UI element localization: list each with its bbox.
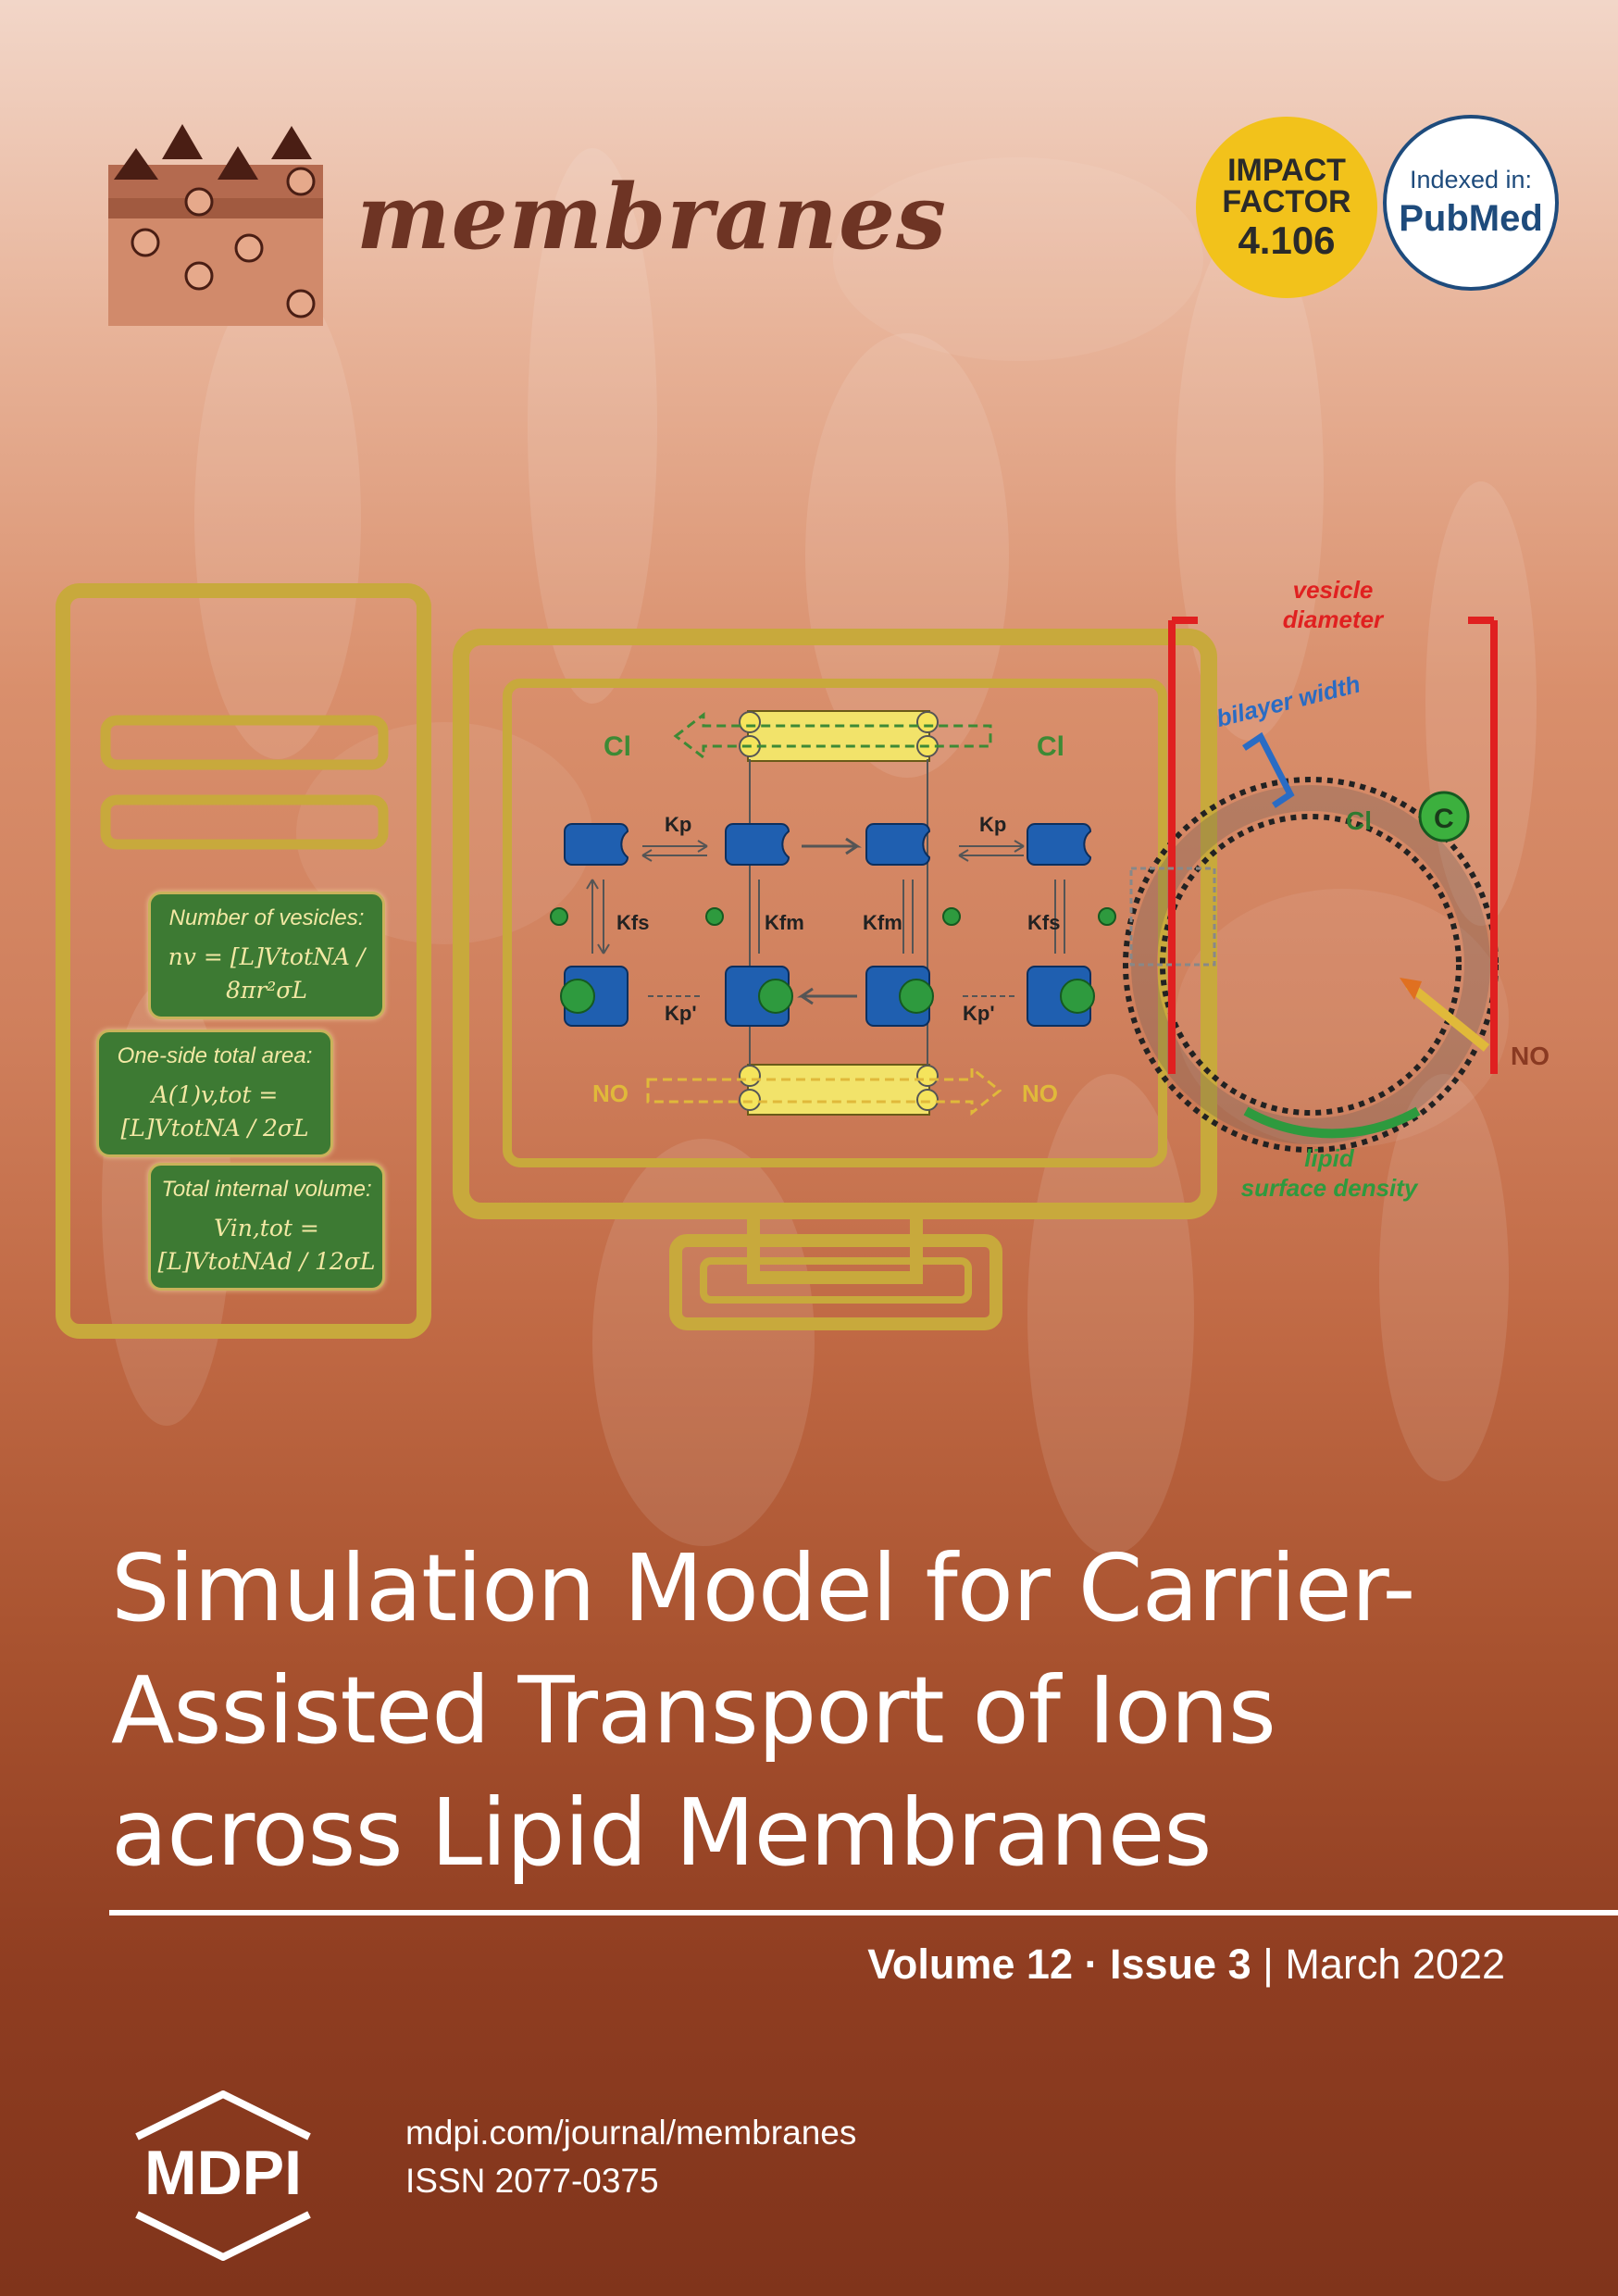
nitrate-flow-arrow [646,1065,1002,1117]
date-separator: | [1263,1940,1274,1988]
membrane-bottom-icon [739,1064,939,1116]
membrane-top-icon [739,710,939,762]
equation-box-area: One-side total area: A(1)v,tot = [L]Vtot… [96,1029,333,1157]
title-line-1: Simulation Model for Carrier- [111,1534,1415,1642]
lipid-density-label-1: lipid [1304,1144,1355,1172]
equation-caption: Total internal volume: [161,1177,372,1202]
rate-kp-prime-left: Kp' [665,1002,697,1025]
density-arc [1243,1106,1421,1139]
issn: ISSN 2077-0375 [405,2162,659,2200]
rate-kfm-left: Kfm [765,911,804,934]
article-title: Simulation Model for Carrier- Assisted T… [111,1528,1555,1894]
issue-date: March 2022 [1285,1940,1505,1988]
journal-name: membranes [356,165,948,269]
vesicle-nitrate-label: NO [1511,1042,1550,1070]
chloride-label-right: Cl [1037,731,1064,762]
issue-separator: · [1084,1940,1099,1988]
nitrate-label-left: NO [592,1079,629,1107]
equation-box-vesicles: Number of vesicles: nv = [L]VtotNA / 8πr… [148,892,385,1019]
rate-kp-prime-right: Kp' [963,1002,995,1025]
chloride-flow-arrow [673,711,992,761]
equation-formula: nv = [L]VtotNA / 8πr²σL [168,943,366,1004]
impact-label-line1: IMPACT [1227,153,1346,188]
rate-kfs-right: Kfs [1027,911,1060,934]
title-divider [109,1910,1618,1915]
title-line-3: across Lipid Membranes [111,1778,1212,1887]
transport-scheme: Cl Cl NO NO [550,710,1116,1117]
rate-kp-right: Kp [979,813,1006,836]
issue-label: Issue 3 [1110,1940,1251,1988]
equation-formula: A(1)v,tot = [L]VtotNA / 2σL [120,1081,309,1142]
indexed-label: Indexed in: [1409,166,1533,193]
impact-factor-value: 4.106 [1238,218,1336,262]
publisher-name: MDPI [144,2138,302,2208]
rate-kfm-right: Kfm [863,911,902,934]
chloride-label-left: Cl [604,731,631,762]
issue-info: Volume 12 · Issue 3 | March 2022 [867,1940,1505,1989]
vesicle-chloride-label: Cl [1346,806,1372,835]
equation-caption: One-side total area: [117,1043,313,1068]
monitor-icon [453,629,1217,1330]
carrier-label: C [1434,804,1454,834]
rate-kfs-left: Kfs [616,911,649,934]
equation-formula: Vin,tot = [L]VtotNAd / 12σL [157,1215,376,1275]
equation-box-volume: Total internal volume: Vin,tot = [L]Vtot… [148,1163,385,1291]
diameter-bracket-top [1168,617,1498,796]
lipid-density-label-2: surface density [1241,1174,1419,1202]
pubmed-label: PubMed [1399,198,1543,239]
vesicle-diagram: C Cl NO vesicle diameter bilayer width l… [1123,576,1550,1202]
bilayer-width-label: bilayer width [1214,669,1363,732]
carrier-row-bottom [560,966,1095,1027]
membranes-logo [108,124,323,326]
bilayer-bracket [1242,731,1295,808]
vesicle-diameter-label-2: diameter [1283,605,1385,633]
cover-illustration: Cl Cl NO NO [56,576,1550,1339]
volume-label: Volume 12 [867,1940,1073,1988]
journal-url[interactable]: mdpi.com/journal/membranes [405,2114,857,2152]
carrier-complex-icon [1418,791,1470,842]
nitrate-label-right: NO [1022,1079,1058,1107]
rate-kp-left: Kp [665,813,691,836]
impact-label-line2: FACTOR [1222,184,1351,219]
title-line-2: Assisted Transport of Ions [111,1656,1276,1765]
computer-tower-icon [56,583,431,1339]
equation-caption: Number of vesicles: [168,905,365,930]
mdpi-logo: MDPI [135,2090,311,2261]
impact-factor-badge: IMPACT FACTOR 4.106 [1196,117,1377,298]
vesicle-diameter-label-1: vesicle [1293,576,1374,604]
pubmed-badge: Indexed in: PubMed [1383,115,1559,291]
carrier-row-top [564,823,1092,866]
